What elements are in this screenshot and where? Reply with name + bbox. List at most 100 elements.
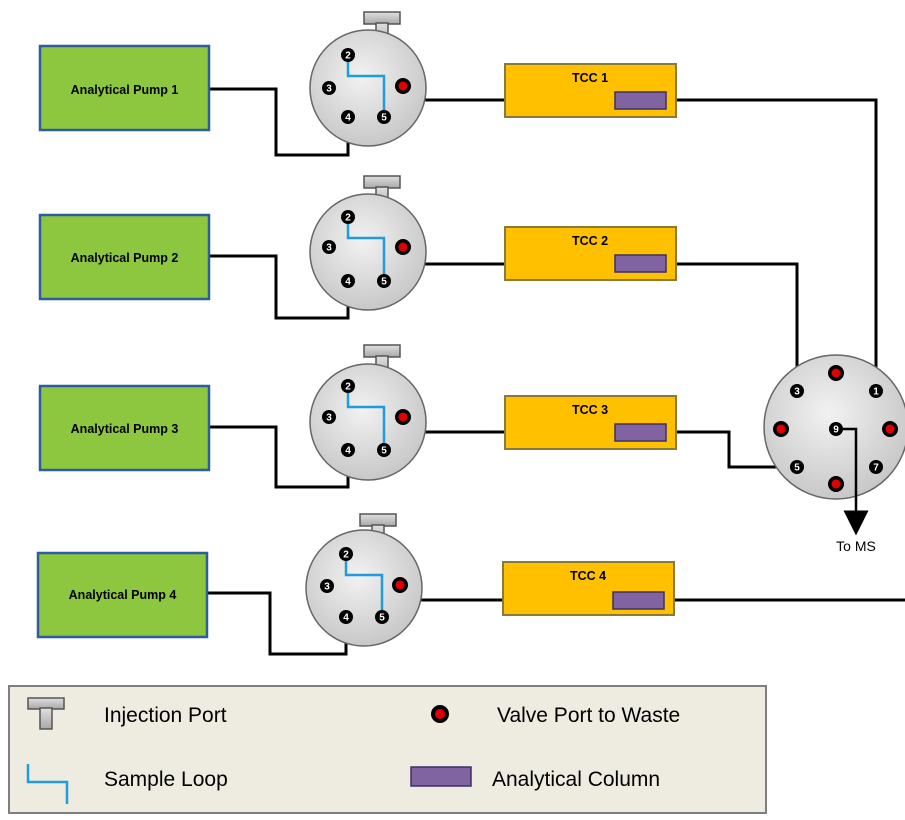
pump-label: Analytical Pump 3 — [71, 422, 179, 436]
tubing-column-to-selector — [666, 98, 878, 391]
injection-valve: 2 3 4 5 — [309, 175, 427, 311]
injection-valve: 2 3 4 5 — [309, 11, 427, 147]
port-label: 5 — [381, 113, 387, 124]
valve-port-4 — [341, 110, 355, 124]
row-2: Analytical Pump 2 2 3 4 5 TCC 2 — [38, 175, 799, 391]
port-label: 4 — [345, 113, 351, 124]
port-label: 3 — [324, 582, 330, 593]
row-4: Analytical Pump 4 2 3 4 5 TCC 4 — [36, 513, 905, 656]
valve-body — [309, 29, 427, 147]
port-label: 1 — [873, 387, 879, 398]
waste-port — [398, 242, 408, 252]
valve-port-3 — [322, 410, 336, 424]
legend-sample-loop-label: Sample Loop — [104, 768, 228, 791]
injection-valve: 2 3 4 5 — [309, 344, 427, 481]
waste-port — [395, 580, 405, 590]
port-label: 7 — [873, 463, 879, 474]
injection-port-knob — [363, 11, 401, 25]
valve-port-2 — [341, 48, 355, 62]
selector-port-9 — [829, 422, 843, 436]
valve-port-2 — [341, 210, 355, 224]
injection-port-knob — [363, 175, 401, 189]
selector-port-3 — [790, 384, 804, 398]
analytical-column — [614, 254, 667, 273]
waste-port-icon — [431, 705, 449, 723]
tubing-column-to-selector — [666, 430, 797, 469]
row-1: Analytical Pump 1 2 3 4 5 TCC 1 — [38, 11, 878, 391]
pump-box — [38, 213, 211, 301]
injection-port-knob — [363, 344, 401, 358]
valve-port-4 — [341, 443, 355, 457]
port-label: 4 — [345, 277, 351, 288]
sample-loop-icon — [26, 764, 69, 804]
analytical-column — [614, 91, 667, 110]
valve-port-2 — [339, 547, 353, 561]
tcc-label: TCC 4 — [570, 569, 606, 583]
waste-port — [398, 412, 408, 422]
valve-port-4 — [341, 274, 355, 288]
port-label: 3 — [794, 387, 800, 398]
column-icon — [410, 766, 472, 787]
legend-injection-port-label: Injection Port — [104, 704, 227, 727]
tubing-column-to-selector — [666, 262, 799, 391]
valve-port-3 — [322, 240, 336, 254]
sample-loop — [346, 386, 386, 450]
waste-port — [398, 81, 408, 91]
sample-loop — [344, 554, 384, 617]
selector-port-1 — [869, 384, 883, 398]
pump-box — [38, 44, 211, 132]
valve-port-3 — [322, 81, 336, 95]
valve-port-5 — [377, 110, 391, 124]
valve-port-3 — [320, 579, 334, 593]
valve-port-5 — [377, 443, 391, 457]
waste-port — [831, 368, 841, 378]
port-label: 4 — [345, 446, 351, 457]
port-label: 5 — [381, 446, 387, 457]
waste-port — [776, 424, 786, 434]
tcc-label: TCC 2 — [572, 234, 608, 248]
port-label: 5 — [379, 613, 385, 624]
pump-box — [36, 551, 209, 639]
port-label: 2 — [345, 213, 351, 224]
selector-port-7 — [869, 460, 883, 474]
port-label: 2 — [343, 550, 349, 561]
pump-label: Analytical Pump 4 — [69, 588, 177, 602]
injection-port-knob — [359, 513, 397, 527]
waste-port — [885, 424, 895, 434]
sample-loop — [346, 217, 386, 281]
valve-port-2 — [341, 379, 355, 393]
waste-port — [831, 479, 841, 489]
injection-valve: 2 3 4 5 — [305, 513, 423, 647]
analytical-column — [612, 591, 665, 610]
tcc-label: TCC 3 — [572, 403, 608, 417]
selector-port-5 — [790, 460, 804, 474]
pump-label: Analytical Pump 1 — [71, 83, 179, 97]
port-label: 9 — [833, 425, 839, 436]
port-label: 2 — [345, 51, 351, 62]
valve-body — [309, 193, 427, 311]
port-label: 3 — [326, 413, 332, 424]
pump-label: Analytical Pump 2 — [71, 251, 179, 265]
valve-port-5 — [375, 610, 389, 624]
legend: Injection Port Sample Loop Valve Port to… — [8, 685, 767, 814]
port-label: 2 — [345, 382, 351, 393]
pump-box — [38, 384, 211, 472]
selector-valve: 1 3 5 7 9 To MS — [763, 354, 905, 554]
valve-port-4 — [339, 610, 353, 624]
sample-loop — [346, 55, 386, 117]
port-label: 3 — [326, 84, 332, 95]
port-label: 4 — [343, 613, 349, 624]
valve-body — [309, 363, 427, 481]
row-3: Analytical Pump 3 2 3 4 5 TCC 3 — [38, 344, 797, 489]
legend-waste-port-label: Valve Port to Waste — [497, 704, 680, 727]
analytical-column — [614, 423, 667, 442]
valve-body — [305, 529, 423, 647]
port-label: 5 — [794, 463, 800, 474]
tcc-label: TCC 1 — [572, 71, 608, 85]
outlet-label: To MS — [836, 538, 876, 554]
injection-port-icon — [27, 697, 65, 730]
valve-port-5 — [377, 274, 391, 288]
port-label: 3 — [326, 243, 332, 254]
legend-box — [8, 685, 767, 814]
